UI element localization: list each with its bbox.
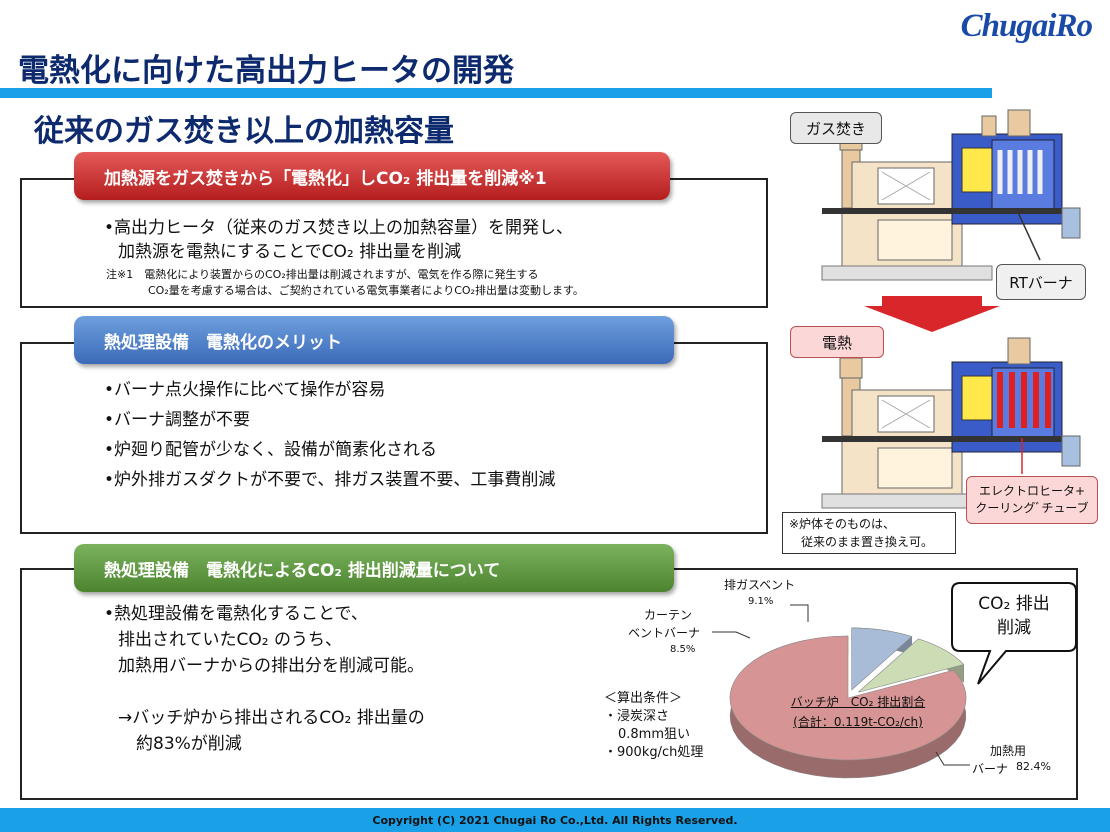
section3-result-1: →バッチ炉から排出されるCO₂ 排出量の bbox=[118, 708, 425, 728]
section2-heading: 熱処理設備 電熱化のメリット bbox=[74, 316, 674, 364]
diagram-note-line-1: ※炉体そのものは、 bbox=[789, 517, 896, 531]
section3-line-3: 加熱用バーナからの排出分を削減可能。 bbox=[118, 656, 424, 676]
label-exhaust-vent: 排ガスベント bbox=[724, 578, 796, 592]
label-curtain-vent-1: カーテン bbox=[644, 608, 693, 622]
label-curtain-vent-2: ベントバーナ bbox=[628, 626, 701, 640]
section2-item-3: •炉廻り配管が少なく、設備が簡素化される bbox=[104, 440, 438, 460]
section3-heading: 熱処理設備 電熱化によるCO₂ 排出削減量について bbox=[74, 544, 674, 592]
section2-box bbox=[20, 342, 768, 534]
heater-label-line-1: エレクトロヒータ+ bbox=[978, 484, 1086, 498]
section3-heading-text: 熱処理設備 電熱化によるCO₂ 排出削減量について bbox=[104, 560, 501, 581]
condition-throughput: ・900kg/ch処理 bbox=[604, 745, 704, 760]
pie-title-line-1: バッチ炉 CO₂ 排出割合 bbox=[790, 695, 926, 709]
electric-label: 電熱 bbox=[790, 326, 884, 358]
pie-title-line-2: (合計：0.119t-CO₂/ch) bbox=[793, 715, 923, 729]
label-heating-burner-2: バーナ bbox=[972, 762, 1009, 776]
value-heating-burner: 82.4% bbox=[1016, 760, 1051, 773]
section1-line-1: •高出力ヒータ（従来のガス焚き以上の加熱容量）を開発し、 bbox=[104, 218, 574, 238]
value-exhaust-vent: 9.1% bbox=[748, 596, 774, 607]
section3-line-2: 排出されていたCO₂ のうち、 bbox=[118, 630, 342, 650]
callout-text: CO₂ 排出 削減 bbox=[956, 592, 1072, 640]
section3-line-1: •熱処理設備を電熱化することで、 bbox=[104, 604, 368, 624]
diagram-note: ※炉体そのものは、 従来のまま置き換え可。 bbox=[782, 512, 956, 554]
diagram-note-line-2: 従来のまま置き換え可。 bbox=[801, 535, 934, 549]
copyright-text: Copyright (C) 2021 Chugai Ro Co.,Ltd. Al… bbox=[372, 813, 738, 827]
value-curtain-vent: 8.5% bbox=[670, 644, 696, 655]
co2-emission-pie-chart bbox=[729, 627, 967, 779]
condition-depth-label: ・浸炭深さ bbox=[604, 709, 670, 724]
section1-line-2: 加熱源を電熱にすることでCO₂ 排出量を削減 bbox=[118, 242, 462, 262]
callout-line-2: 削減 bbox=[997, 618, 1031, 638]
electric-furnace-illustration bbox=[821, 337, 1081, 509]
condition-header: ＜算出条件＞ bbox=[604, 691, 683, 706]
section2-item-1: •バーナ点火操作に比べて操作が容易 bbox=[104, 380, 386, 400]
heater-label: エレクトロヒータ+ クーリングﾞチューブ bbox=[966, 476, 1098, 524]
furnace-diagram bbox=[821, 109, 1081, 509]
company-logo: ChugaiRo bbox=[960, 8, 1093, 44]
section1-heading: 加熱源をガス焚きから「電熱化」しCO₂ 排出量を削減※1 bbox=[74, 152, 670, 200]
gas-furnace-illustration bbox=[821, 109, 1081, 281]
section2-item-4: •炉外排ガスダクトが不要で、排ガス装置不要、工事費削減 bbox=[104, 470, 556, 490]
condition-depth-value: 0.8mm狙い bbox=[618, 727, 691, 742]
section2-item-2: •バーナ調整が不要 bbox=[104, 410, 251, 430]
pie-slice-exhaust-vent bbox=[858, 638, 965, 693]
section1-heading-text: 加熱源をガス焚きから「電熱化」しCO₂ 排出量を削減※1 bbox=[104, 168, 547, 189]
copyright-bar: Copyright (C) 2021 Chugai Ro Co.,Ltd. Al… bbox=[0, 808, 1110, 832]
pie-slice-heating-burner bbox=[729, 635, 967, 761]
rt-burner-label: RTバーナ bbox=[996, 264, 1086, 300]
section3-result-2: 約83%が削減 bbox=[136, 734, 242, 754]
gas-fired-label: ガス焚き bbox=[790, 112, 882, 144]
callout-line-1: CO₂ 排出 bbox=[978, 594, 1050, 614]
title-underline-bar bbox=[0, 88, 992, 98]
calculation-conditions: ＜算出条件＞ ・浸炭深さ 0.8mm狙い ・900kg/ch処理 bbox=[604, 690, 703, 762]
section1-note-2: CO₂量を考慮する場合は、ご契約されている電気事業者によりCO₂排出量は変動しま… bbox=[148, 284, 584, 297]
pie-title: バッチ炉 CO₂ 排出割合 (合計：0.119t-CO₂/ch) bbox=[758, 692, 958, 732]
pie-slice-curtain-vent bbox=[851, 627, 913, 691]
page-title: 電熱化に向けた高出力ヒータの開発 bbox=[18, 53, 514, 89]
heater-label-line-2: クーリングﾞチューブ bbox=[975, 501, 1089, 515]
section1-note-1: 注※1 電熱化により装置からのCO₂排出量は削減されますが、電気を作る際に発生す… bbox=[106, 268, 539, 281]
page-subtitle: 従来のガス焚き以上の加熱容量 bbox=[34, 114, 454, 149]
callout-bubble-shape bbox=[951, 582, 1077, 685]
label-heating-burner-1: 加熱用 bbox=[990, 744, 1027, 758]
section2-heading-text: 熱処理設備 電熱化のメリット bbox=[104, 332, 342, 353]
